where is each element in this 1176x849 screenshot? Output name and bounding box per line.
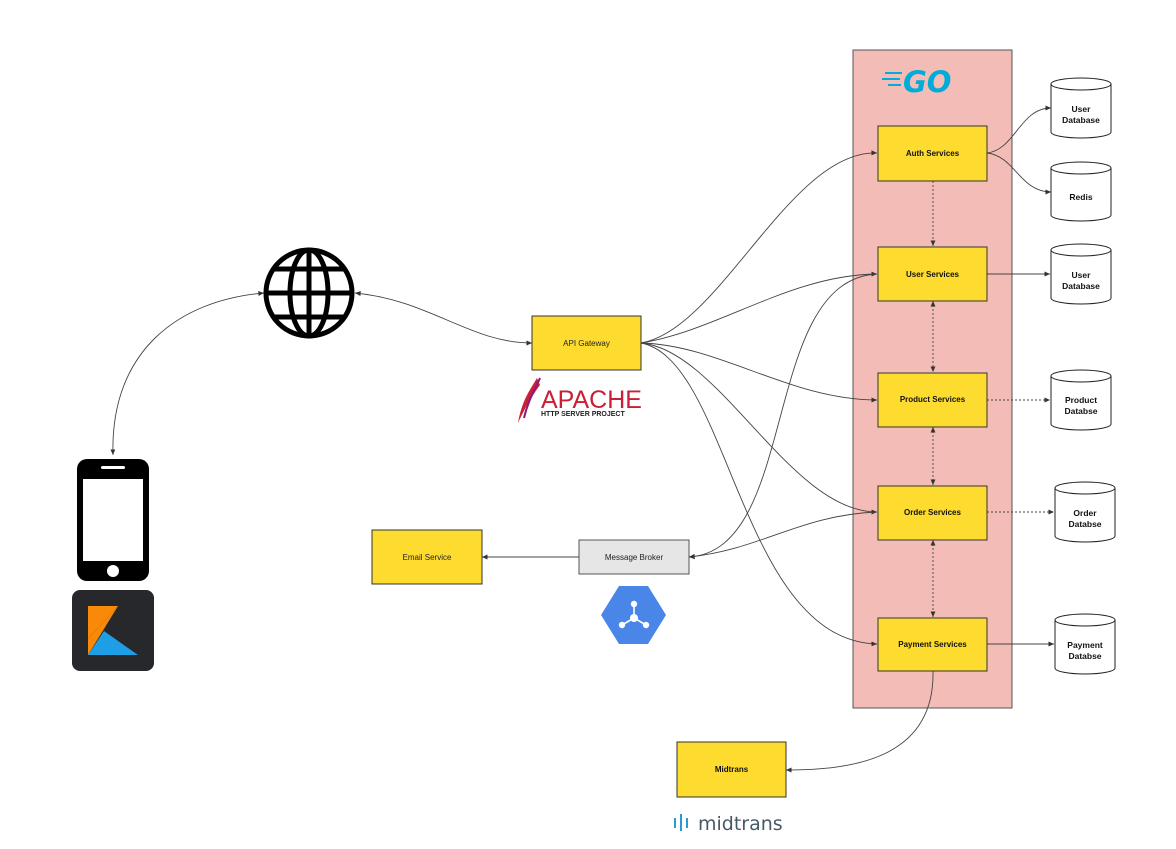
- order-services-label: Order Services: [904, 508, 961, 517]
- database-payment[interactable]: Payment Databse: [1054, 613, 1116, 675]
- database-payment-line2: Databse: [1068, 651, 1101, 661]
- message-broker-node[interactable]: [578, 539, 690, 575]
- midtrans-label: Midtrans: [715, 765, 749, 774]
- database-order[interactable]: Order Databse: [1054, 481, 1116, 543]
- database-order-line1: Order: [1073, 508, 1097, 518]
- midtrans-logo-text: midtrans: [698, 813, 783, 835]
- auth-services-node[interactable]: [877, 125, 988, 182]
- product-services-label: Product Services: [900, 395, 966, 404]
- database-user-line2: Database: [1062, 281, 1100, 291]
- database-payment-line1: Payment: [1067, 640, 1103, 650]
- order-services-node[interactable]: [877, 485, 988, 541]
- message-broker-label: Message Broker: [605, 553, 664, 562]
- pubsub-icon: [601, 586, 666, 644]
- email-service-node[interactable]: [371, 529, 483, 585]
- user-services-node[interactable]: [877, 246, 988, 302]
- database-redis-line1: Redis: [1069, 192, 1092, 202]
- globe-icon: [263, 247, 355, 339]
- apache-logo: APACHE HTTP SERVER PROJECT: [518, 377, 642, 423]
- user-services-label: User Services: [906, 270, 959, 279]
- database-product[interactable]: Product Databse: [1050, 369, 1112, 431]
- database-order-line2: Databse: [1068, 519, 1101, 529]
- database-auth-user[interactable]: User Database: [1050, 77, 1112, 139]
- email-service-label: Email Service: [403, 553, 452, 562]
- payment-services-node[interactable]: [877, 617, 988, 672]
- database-auth-user-line2: Database: [1062, 115, 1100, 125]
- go-logo-text: GO: [903, 65, 951, 99]
- api-gateway-node[interactable]: [531, 315, 642, 371]
- apache-logo-main: APACHE: [541, 386, 642, 414]
- midtrans-logo: midtrans: [674, 813, 783, 835]
- kotlin-icon: [72, 590, 154, 671]
- database-product-line1: Product: [1065, 395, 1097, 405]
- go-logo: GO: [882, 65, 951, 99]
- api-gateway-label: API Gateway: [563, 339, 610, 348]
- database-redis[interactable]: Redis: [1050, 161, 1112, 222]
- apache-logo-sub: HTTP SERVER PROJECT: [541, 411, 625, 418]
- database-user[interactable]: User Database: [1050, 243, 1112, 305]
- database-auth-user-line1: User: [1072, 104, 1092, 114]
- payment-services-label: Payment Services: [898, 640, 967, 649]
- edges: [110, 105, 1054, 773]
- database-user-line1: User: [1072, 270, 1092, 280]
- database-product-line2: Databse: [1064, 406, 1097, 416]
- midtrans-node[interactable]: [676, 741, 787, 798]
- auth-services-label: Auth Services: [906, 149, 960, 158]
- product-services-node[interactable]: [877, 372, 988, 428]
- smartphone-icon: [77, 459, 149, 581]
